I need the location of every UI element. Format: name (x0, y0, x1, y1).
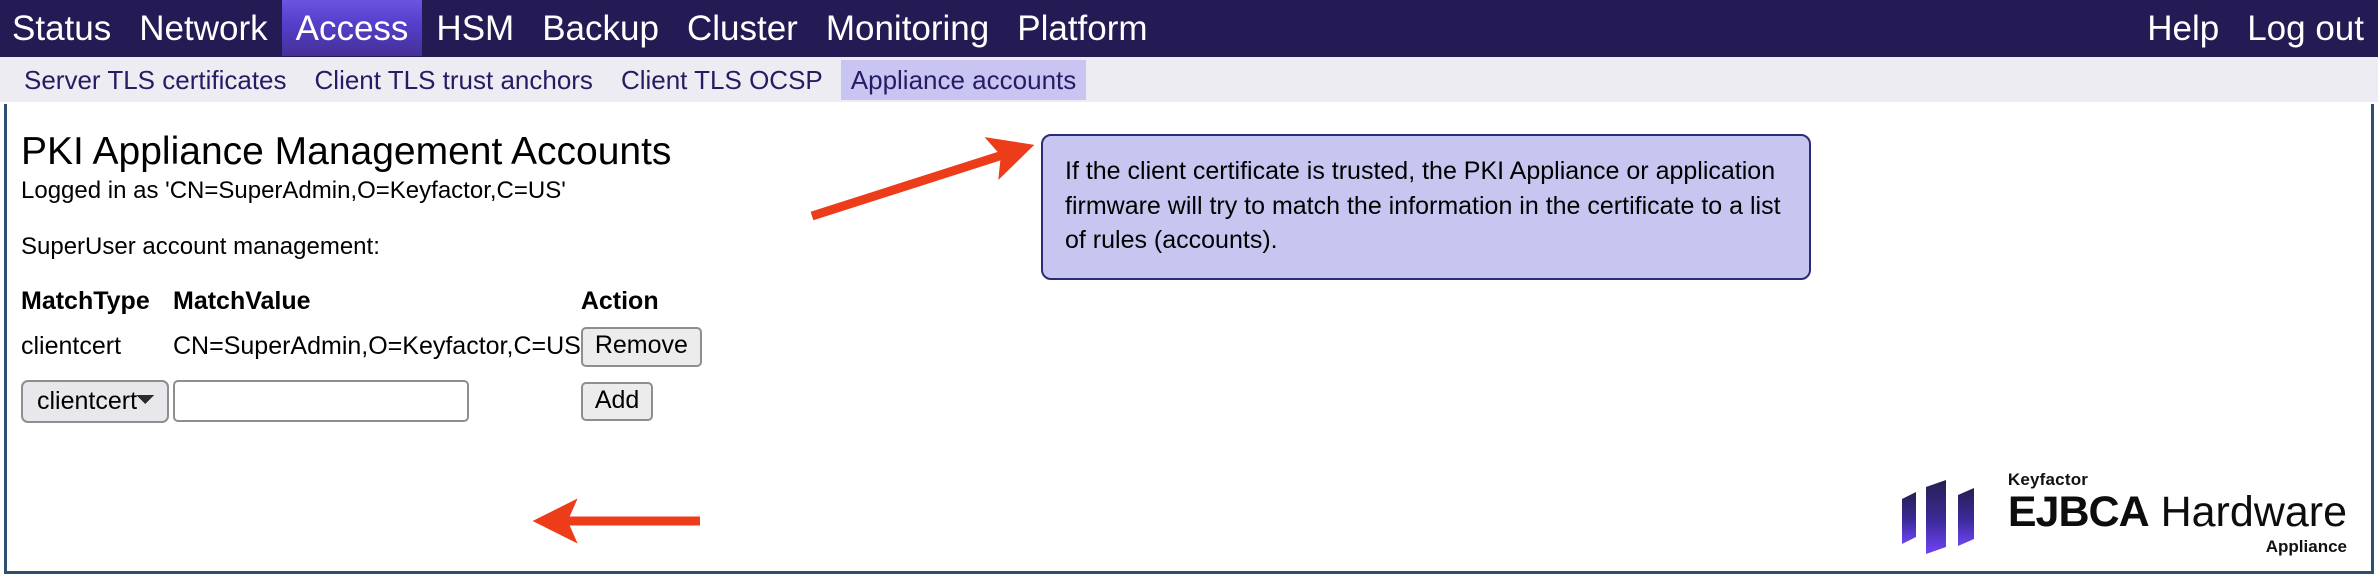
content-frame: PKI Appliance Management Accounts Logged… (4, 104, 2374, 574)
section-label-superuser-account-management: SuperUser account management: (21, 232, 380, 260)
nav-item-status[interactable]: Status (12, 8, 112, 48)
accounts-table-body: clientcert CN=SuperAdmin,O=Keyfactor,C=U… (21, 326, 781, 423)
cell-new-matchvalue (173, 368, 581, 423)
logo-text-block: Keyfactor EJBCA Hardware Appliance (2008, 471, 2347, 557)
logged-in-as-text: Logged in as 'CN=SuperAdmin,O=Keyfactor,… (21, 176, 566, 204)
subnav-item-client-tls-ocsp[interactable]: Client TLS OCSP (620, 64, 823, 95)
column-header-matchtype: MatchType (21, 286, 150, 315)
ejbca-logo-mark-icon (1901, 480, 1974, 554)
remove-button[interactable]: Remove (580, 327, 702, 367)
cell-new-action: Add (580, 368, 781, 423)
nav-item-network[interactable]: Network (139, 8, 268, 48)
accounts-table-head: MatchType MatchValue Action (21, 287, 781, 326)
cell-new-matchtype: clientcert (21, 368, 173, 423)
nav-item-platform[interactable]: Platform (1017, 8, 1148, 48)
nav-item-access[interactable]: Access (281, 0, 423, 56)
column-header-action: Action (580, 286, 659, 315)
top-nav-left-group: Status Network Access HSM Backup Cluster… (0, 0, 1162, 56)
column-header-matchvalue: MatchValue (173, 286, 311, 315)
cell-matchvalue: CN=SuperAdmin,O=Keyfactor,C=US (173, 332, 581, 361)
nav-item-help[interactable]: Help (2147, 8, 2220, 48)
logo-brand-keyfactor: Keyfactor (2007, 470, 2089, 489)
top-navigation-bar: Status Network Access HSM Backup Cluster… (0, 0, 2378, 56)
logo-hardware-word: Hardware (2160, 488, 2347, 536)
accounts-table: MatchType MatchValue Action clientcert C… (21, 287, 781, 423)
cell-matchtype: clientcert (21, 332, 122, 361)
add-button[interactable]: Add (580, 381, 654, 422)
top-nav-right-group: Help Log out (2133, 0, 2378, 56)
info-callout-text: If the client certificate is trusted, th… (1065, 157, 1781, 254)
subnav-item-client-tls-trust-anchors[interactable]: Client TLS trust anchors (314, 64, 593, 95)
info-callout: If the client certificate is trusted, th… (1041, 134, 1811, 280)
table-header-row: MatchType MatchValue Action (21, 287, 781, 326)
keyfactor-ejbca-logo: Keyfactor EJBCA Hardware Appliance (1898, 471, 2347, 557)
table-row: clientcert CN=SuperAdmin,O=Keyfactor,C=U… (21, 326, 781, 368)
matchvalue-input[interactable] (173, 380, 469, 423)
logo-ejbca-word: EJBCA (2007, 488, 2150, 536)
nav-item-backup[interactable]: Backup (542, 8, 659, 48)
subnav-item-appliance-accounts[interactable]: Appliance accounts (840, 59, 1087, 100)
nav-item-hsm[interactable]: HSM (436, 8, 515, 48)
sub-navigation-bar: Server TLS certificates Client TLS trust… (0, 56, 2378, 102)
table-row-new-entry: clientcert Add (21, 368, 781, 423)
logo-product-name: EJBCA Hardware (2008, 491, 2347, 534)
nav-item-cluster[interactable]: Cluster (686, 8, 798, 48)
nav-item-monitoring[interactable]: Monitoring (825, 8, 990, 48)
page-title: PKI Appliance Management Accounts (21, 130, 672, 173)
logo-subtitle-appliance: Appliance (2265, 537, 2347, 556)
main-content-column: PKI Appliance Management Accounts Logged… (21, 130, 1521, 423)
matchtype-select[interactable]: clientcert (21, 379, 169, 423)
top-nav-spacer (1162, 0, 2134, 56)
cell-action: Remove (580, 326, 781, 368)
nav-item-log-out[interactable]: Log out (2247, 8, 2364, 48)
subnav-item-server-tls-certificates[interactable]: Server TLS certificates (24, 64, 287, 95)
